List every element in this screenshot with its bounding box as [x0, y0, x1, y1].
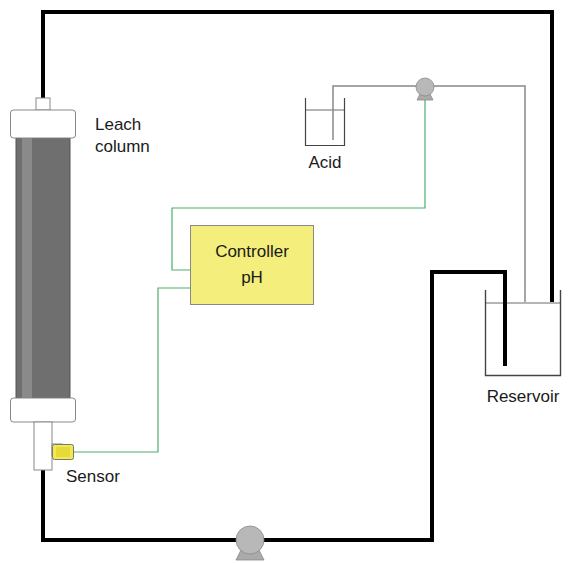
controller-label: Controller pH — [206, 239, 298, 291]
top-fitting — [36, 98, 50, 110]
label-holder: Sensor — [66, 466, 146, 488]
pipe-connector — [74, 288, 190, 452]
leach-column-outline — [10, 98, 76, 470]
label-holder: Reservoir — [475, 386, 571, 408]
liquid-level — [486, 303, 561, 304]
bottom-cap — [11, 398, 76, 422]
column-sheen — [22, 138, 32, 398]
reservoir-tank: Reservoir — [485, 290, 561, 376]
suction-pipe — [503, 290, 507, 366]
top-cap — [11, 110, 76, 138]
acid-inlet — [524, 290, 526, 302]
pump-body — [416, 78, 434, 96]
sensor-body — [53, 445, 74, 460]
acid-vessel — [306, 98, 345, 146]
controller-box: Controller pH — [190, 225, 314, 305]
label-holder: Acid — [285, 152, 365, 174]
reservoir-tank-outline — [485, 290, 561, 376]
column-body — [16, 138, 70, 398]
part-label: Reservoir — [475, 386, 571, 408]
pipe-connector — [43, 272, 505, 540]
sensor-probe: Sensor — [52, 444, 74, 460]
sensor-probe-outline — [52, 444, 74, 460]
pipe-connector — [333, 86, 525, 290]
part-label: Acid — [285, 152, 365, 174]
dip-tube — [332, 98, 334, 140]
acid-container: Acid — [305, 98, 345, 146]
tee-fitting — [34, 422, 52, 470]
leach-column: Leach column — [10, 98, 76, 470]
sensor-band — [56, 447, 70, 457]
dosing-pump — [416, 78, 434, 100]
liquid-level — [306, 110, 345, 111]
pump-body — [236, 526, 264, 554]
part-label: Sensor — [66, 466, 146, 488]
circulation-pump — [236, 526, 264, 560]
return-pipe — [550, 290, 554, 302]
label-holder: Leach column — [95, 114, 183, 158]
tank-wall — [486, 290, 561, 376]
acid-container-outline — [305, 98, 345, 146]
part-label: Leach column — [95, 114, 183, 158]
